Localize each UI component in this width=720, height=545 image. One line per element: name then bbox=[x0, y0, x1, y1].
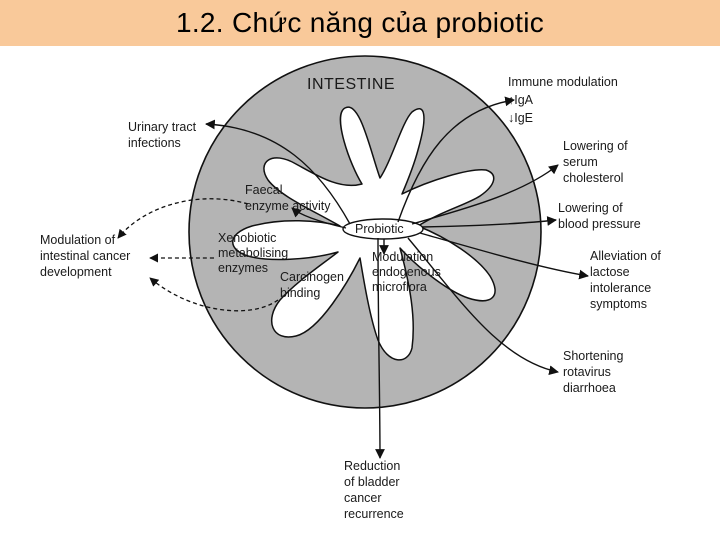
arrow-urinary bbox=[205, 119, 351, 225]
svg-text:symptoms: symptoms bbox=[590, 297, 647, 311]
svg-text:rotavirus: rotavirus bbox=[563, 365, 611, 379]
arrow-lactose bbox=[419, 232, 589, 280]
probiotic-pill bbox=[342, 218, 424, 240]
dashed-arrow-faecal bbox=[117, 198, 249, 239]
svg-text:Lowering of: Lowering of bbox=[558, 201, 623, 215]
arrow-rotavirus bbox=[407, 237, 559, 376]
svg-text:Reduction: Reduction bbox=[344, 459, 400, 473]
diagram-svg: INTESTINE Probiotic Faecal enzyme activi… bbox=[40, 55, 661, 521]
arrow-blood-pressure bbox=[421, 216, 557, 228]
svg-text:serum: serum bbox=[563, 155, 598, 169]
svg-text:Carcinogen: Carcinogen bbox=[280, 270, 344, 284]
probiotic-label: Probiotic bbox=[355, 222, 404, 236]
slide-title: 1.2. Chức năng của probiotic bbox=[175, 7, 545, 38]
svg-text:lactose: lactose bbox=[590, 265, 630, 279]
svg-text:Immune modulation: Immune modulation bbox=[508, 75, 618, 89]
svg-text:binding: binding bbox=[280, 286, 320, 300]
svg-text:development: development bbox=[40, 265, 112, 279]
arrow-faecal bbox=[291, 207, 347, 229]
svg-text:blood pressure: blood pressure bbox=[558, 217, 641, 231]
svg-text:cancer: cancer bbox=[344, 491, 382, 505]
svg-text:enzyme activity: enzyme activity bbox=[245, 199, 331, 213]
immune-label: Immune modulation ↑IgA ↓IgE bbox=[508, 75, 618, 125]
rotavirus-label: Shortening rotavirus diarrhoea bbox=[563, 349, 624, 395]
svg-text:microflora: microflora bbox=[372, 280, 427, 294]
svg-text:intestinal cancer: intestinal cancer bbox=[40, 249, 130, 263]
svg-text:Xenobiotic: Xenobiotic bbox=[218, 231, 276, 245]
svg-text:of bladder: of bladder bbox=[344, 475, 400, 489]
svg-text:Shortening: Shortening bbox=[563, 349, 624, 363]
urinary-label: Urinary tract infections bbox=[128, 120, 197, 150]
xenobiotic-label: Xenobiotic metabolising enzymes bbox=[218, 231, 288, 275]
dashed-arrow-carcinogen bbox=[149, 277, 279, 312]
svg-text:metabolising: metabolising bbox=[218, 246, 288, 260]
svg-text:diarrhoea: diarrhoea bbox=[563, 381, 616, 395]
arrow-bladder bbox=[375, 237, 385, 459]
bladder-label: Reduction of bladder cancer recurrence bbox=[344, 459, 404, 521]
svg-text:infections: infections bbox=[128, 136, 181, 150]
faecal-label: Faecal enzyme activity bbox=[245, 183, 331, 213]
title-bar: 1.2. Chức năng của probiotic bbox=[0, 0, 720, 46]
probiotic-diagram: INTESTINE Probiotic Faecal enzyme activi… bbox=[0, 46, 720, 540]
svg-text:intolerance: intolerance bbox=[590, 281, 651, 295]
svg-text:enzymes: enzymes bbox=[218, 261, 268, 275]
svg-text:Lowering of: Lowering of bbox=[563, 139, 628, 153]
cancer-development-label: Modulation of intestinal cancer developm… bbox=[40, 233, 130, 279]
cholesterol-label: Lowering of serum cholesterol bbox=[563, 139, 628, 185]
svg-text:Modulation of: Modulation of bbox=[40, 233, 116, 247]
blood-pressure-label: Lowering of blood pressure bbox=[558, 201, 641, 231]
svg-text:↓IgE: ↓IgE bbox=[508, 111, 533, 125]
arrow-immune bbox=[397, 96, 515, 223]
svg-text:Urinary tract: Urinary tract bbox=[128, 120, 197, 134]
svg-text:recurrence: recurrence bbox=[344, 507, 404, 521]
intestine-label: INTESTINE bbox=[307, 76, 395, 93]
svg-text:endogenous: endogenous bbox=[372, 265, 441, 279]
svg-text:cholesterol: cholesterol bbox=[563, 171, 623, 185]
arrow-cholesterol bbox=[411, 164, 559, 225]
svg-text:Faecal: Faecal bbox=[245, 183, 283, 197]
carcinogen-label: Carcinogen binding bbox=[280, 270, 344, 300]
svg-text:Alleviation of: Alleviation of bbox=[590, 249, 661, 263]
lactose-label: Alleviation of lactose intolerance sympt… bbox=[590, 249, 661, 311]
